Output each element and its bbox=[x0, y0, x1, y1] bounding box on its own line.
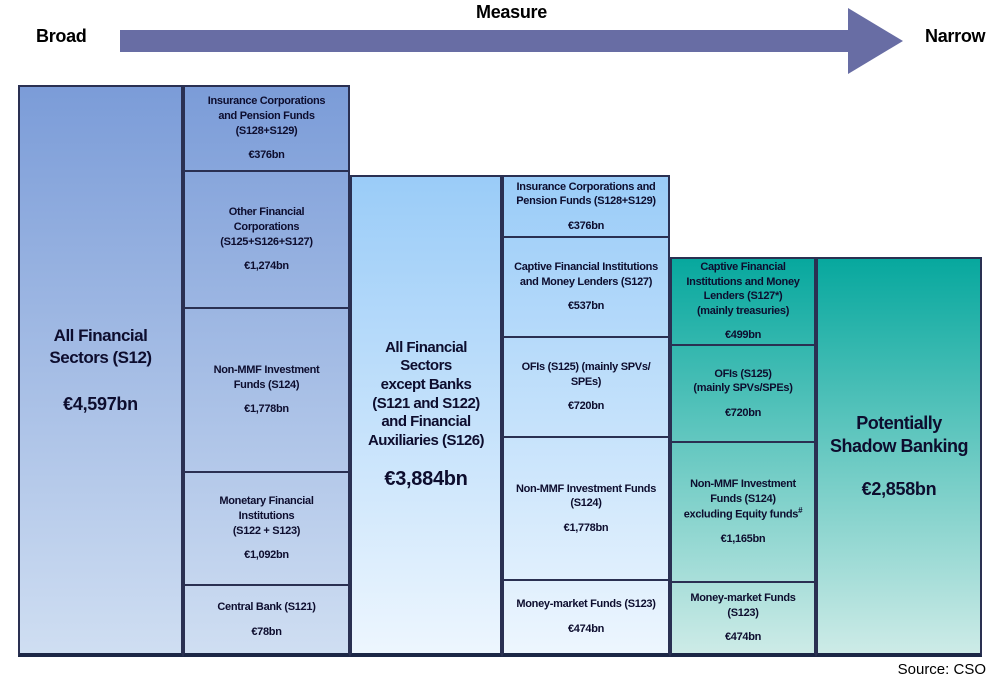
box-value: €1,092bn bbox=[244, 549, 289, 562]
box-title: OFIs (S125) (mainly SPVs/SPEs) bbox=[693, 367, 793, 395]
box-captive-financial-institutions-s127: Captive Financial Institutions and Money… bbox=[504, 238, 668, 338]
footnote-marker: # bbox=[798, 506, 803, 516]
box-ofis-s125-spvs-spes-2: OFIs (S125) (mainly SPVs/SPEs) €720bn bbox=[672, 346, 814, 443]
column-shadow-banking-components: Captive Financial Institutions and Money… bbox=[670, 257, 816, 657]
box-title: Insurance Corporations and Pension Funds… bbox=[516, 180, 656, 208]
box-other-financial-corporations: Other Financial Corporations (S125+S126+… bbox=[185, 172, 348, 309]
box-non-mmf-excluding-equity-funds: Non-MMF Investment Funds (S124) excludin… bbox=[672, 443, 814, 583]
box-value: €537bn bbox=[567, 300, 605, 313]
box-title: Non-MMF Investment Funds (S124) bbox=[515, 482, 657, 510]
box-title: Money-market Funds (S123) bbox=[516, 598, 656, 611]
box-title: Central Bank (S121) bbox=[217, 600, 316, 613]
box-value: €78bn bbox=[251, 625, 282, 638]
box-value: €474bn bbox=[724, 631, 762, 644]
box-value: €376bn bbox=[248, 149, 285, 162]
box-value: €1,274bn bbox=[244, 260, 289, 273]
measure-label: Measure bbox=[476, 2, 547, 22]
box-title-text: Non-MMF Investment Funds (S124) excludin… bbox=[683, 478, 799, 521]
box-value: €1,778bn bbox=[244, 403, 289, 416]
column-all-except-banks-auxiliaries: All Financial Sectors except Banks (S121… bbox=[350, 175, 502, 657]
measure-arrow-head-icon bbox=[848, 8, 903, 74]
box-value: €499bn bbox=[724, 329, 762, 342]
box-money-market-funds-s123: Money-market Funds (S123) €474bn bbox=[504, 581, 668, 653]
box-value: €474bn bbox=[567, 623, 605, 635]
box-title: Captive Financial Institutions and Money… bbox=[686, 261, 800, 317]
box-insurance-pension-funds-s128-s129: Insurance Corporations and Pension Funds… bbox=[185, 87, 348, 172]
box-title: OFIs (S125) (mainly SPVs/ SPEs) bbox=[521, 361, 651, 388]
source-note: Source: CSO bbox=[897, 661, 986, 678]
box-central-bank-s121: Central Bank (S121) €78bn bbox=[185, 586, 348, 653]
box-title: Monetary Financial Institutions (S122 + … bbox=[219, 495, 314, 537]
column-all-financial-sectors-s12: All Financial Sectors (S12) €4,597bn bbox=[18, 85, 183, 657]
column-title: All Financial Sectors except Banks (S121… bbox=[367, 338, 485, 449]
box-value: €1,778bn bbox=[563, 521, 609, 534]
column-value: €3,884bn bbox=[384, 468, 468, 491]
box-title: Non-MMF Investment Funds (S124) excludin… bbox=[684, 477, 803, 522]
box-title: Money-market Funds (S123) bbox=[690, 592, 796, 619]
box-value: €720bn bbox=[724, 406, 762, 419]
column-value: €2,858bn bbox=[861, 478, 937, 499]
box-monetary-financial-institutions: Monetary Financial Institutions (S122 + … bbox=[185, 473, 348, 586]
box-non-mmf-investment-funds-2: Non-MMF Investment Funds (S124) €1,778bn bbox=[504, 438, 668, 581]
box-title: Insurance Corporations and Pension Funds… bbox=[207, 95, 326, 137]
box-captive-financial-institutions-treasuries: Captive Financial Institutions and Money… bbox=[672, 259, 814, 346]
box-title: Other Financial Corporations (S125+S126+… bbox=[220, 206, 313, 248]
box-title: Non-MMF Investment Funds (S124) bbox=[213, 364, 320, 391]
column-title: Potentially Shadow Banking bbox=[829, 413, 969, 456]
box-value: €720bn bbox=[567, 400, 605, 413]
measure-arrow-shaft bbox=[120, 30, 848, 52]
box-ofis-s125-spvs-spes: OFIs (S125) (mainly SPVs/ SPEs) €720bn bbox=[504, 338, 668, 438]
narrow-label: Narrow bbox=[925, 26, 986, 46]
box-insurance-pension-funds-s128-s129-2: Insurance Corporations and Pension Funds… bbox=[504, 177, 668, 238]
column-nonbank-breakdown: Insurance Corporations and Pension Funds… bbox=[502, 175, 670, 657]
column-s12-breakdown: Insurance Corporations and Pension Funds… bbox=[183, 85, 350, 657]
box-value: €1,165bn bbox=[720, 533, 766, 546]
box-non-mmf-investment-funds: Non-MMF Investment Funds (S124) €1,778bn bbox=[185, 309, 348, 473]
column-value: €4,597bn bbox=[63, 393, 138, 414]
column-potentially-shadow-banking: Potentially Shadow Banking €2,858bn bbox=[816, 257, 982, 657]
box-money-market-funds-s123-2: Money-market Funds (S123) €474bn bbox=[672, 583, 814, 653]
box-value: €376bn bbox=[567, 219, 605, 232]
broad-label: Broad bbox=[36, 26, 87, 46]
box-title: Captive Financial Institutions and Money… bbox=[514, 261, 658, 288]
column-title: All Financial Sectors (S12) bbox=[49, 326, 152, 367]
